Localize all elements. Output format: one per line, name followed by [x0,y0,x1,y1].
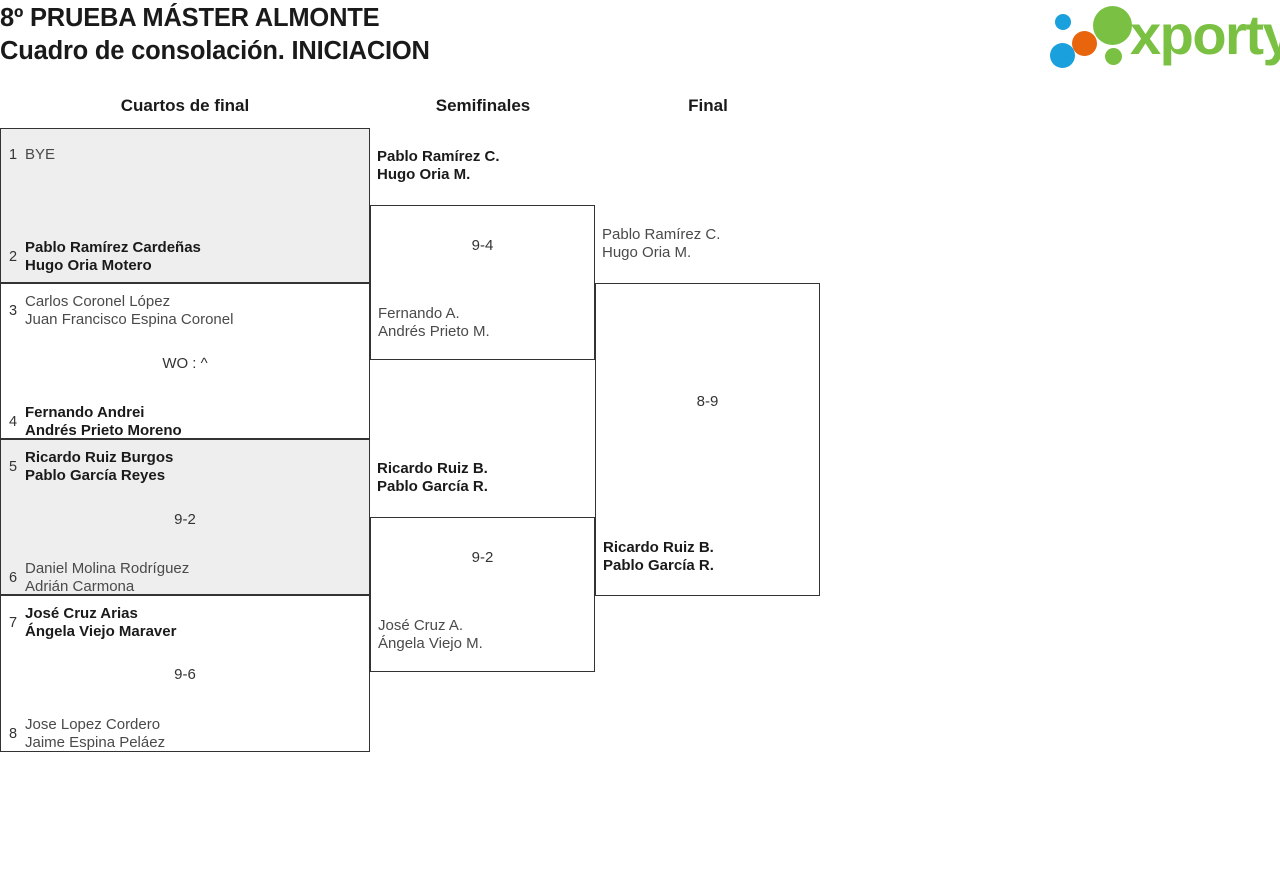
player-line: Carlos Coronel López [25,293,171,310]
finalist-top: Pablo Ramírez C. Hugo Oria M. [602,226,720,262]
page-header: 8º PRUEBA MÁSTER ALMONTE Cuadro de conso… [0,0,1280,80]
bracket-entry[interactable]: 7 José Cruz Arias Ángela Viejo Maraver [1,605,369,641]
player-line: Jose Lopez Cordero [25,716,161,733]
player-names: José Cruz Arias Ángela Viejo Maraver [25,605,369,641]
round-header-final: Final [688,96,728,115]
bracket-entry[interactable]: 4 Fernando Andrei Andrés Prieto Moreno [1,404,369,440]
player-line: Pablo García Reyes [25,467,166,485]
match-qf-3[interactable]: 5 Ricardo Ruiz Burgos Pablo García Reyes… [0,439,370,595]
player-names: Carlos Coronel López Juan Francisco Espi… [25,293,369,329]
match-score: WO : ^ [162,355,208,372]
player-line: Pablo García R. [603,557,714,575]
match-score: 9-2 [471,549,494,566]
match-score: 9-4 [471,237,494,254]
player-line: José Cruz A. [378,617,464,634]
match-score: 9-6 [174,666,196,683]
seed-number: 3 [8,303,18,320]
finalist-bottom: Ricardo Ruiz B. Pablo García R. [603,539,714,575]
player-line: Ricardo Ruiz B. [377,460,488,477]
bracket-entry[interactable]: 6 Daniel Molina Rodríguez Adrián Carmona [1,560,369,596]
match-score: 8-9 [696,393,719,410]
match-sf-1[interactable]: 9-4 Fernando A. Andrés Prieto M. [370,205,595,360]
player-names: BYE [25,146,369,164]
title-line-2: Cuadro de consolación. INICIACION [0,37,430,65]
match-qf-2[interactable]: 3 Carlos Coronel López Juan Francisco Es… [0,283,370,439]
player-line: Ricardo Ruiz Burgos [25,449,174,466]
title-line-1: 8º PRUEBA MÁSTER ALMONTE [0,4,380,32]
player-names: Fernando Andrei Andrés Prieto Moreno [25,404,369,440]
page-title: 8º PRUEBA MÁSTER ALMONTE Cuadro de conso… [0,2,900,68]
match-final[interactable]: 8-9 Ricardo Ruiz B. Pablo García R. [595,283,820,596]
logo-dot-blue-small [1055,14,1071,30]
player-line: Hugo Oria M. [377,166,471,184]
match-score: 9-2 [174,511,196,528]
player-line: Adrián Carmona [25,578,135,596]
player-line: José Cruz Arias [25,605,138,622]
advancing-team-sf1-bottom: Fernando A. Andrés Prieto M. [378,305,490,341]
advancing-team-sf1-top: Pablo Ramírez C. Hugo Oria M. [377,148,500,184]
player-line: Pablo García R. [377,478,488,496]
player-line: Jaime Espina Peláez [25,734,166,752]
player-line: Pablo Ramírez C. [377,148,500,165]
bracket-entry[interactable]: 3 Carlos Coronel López Juan Francisco Es… [1,293,369,329]
seed-number: 7 [8,615,18,632]
seed-number: 2 [8,249,18,266]
player-names: Jose Lopez Cordero Jaime Espina Peláez [25,716,369,752]
player-line: Ángela Viejo Maraver [25,623,177,641]
player-line: Andrés Prieto Moreno [25,422,182,440]
player-line: Fernando Andrei [25,404,145,421]
bracket-entry[interactable]: 5 Ricardo Ruiz Burgos Pablo García Reyes [1,449,369,485]
player-line: Ángela Viejo M. [378,635,483,653]
player-names: Pablo Ramírez Cardeñas Hugo Oria Motero [25,239,369,275]
xporty-logo[interactable]: xporty [1048,3,1280,68]
match-qf-1[interactable]: 1 BYE 2 Pablo Ramírez Cardeñas Hugo Oria… [0,128,370,283]
seed-number: 5 [8,459,18,476]
player-names: Daniel Molina Rodríguez Adrián Carmona [25,560,369,596]
seed-number: 1 [8,147,18,164]
round-header-semifinals: Semifinales [435,96,531,115]
player-line: Hugo Oria M. [602,244,692,262]
bracket-entry[interactable]: 2 Pablo Ramírez Cardeñas Hugo Oria Moter… [1,239,369,275]
advancing-team-sf2-top: Ricardo Ruiz B. Pablo García R. [377,460,488,496]
player-line: Daniel Molina Rodríguez [25,560,190,577]
match-sf-2[interactable]: 9-2 José Cruz A. Ángela Viejo M. [370,517,595,672]
player-line: BYE [25,146,56,163]
logo-dot-green-small [1105,48,1122,65]
player-line: Andrés Prieto M. [378,323,490,341]
player-line: Pablo Ramírez C. [602,226,721,243]
match-qf-4[interactable]: 7 José Cruz Arias Ángela Viejo Maraver 9… [0,595,370,752]
round-header-quarterfinals: Cuartos de final [120,96,250,115]
player-line: Pablo Ramírez Cardeñas [25,239,201,256]
logo-wordmark: xporty [1130,3,1280,66]
advancing-team-sf2-bottom: José Cruz A. Ángela Viejo M. [378,617,483,653]
player-line: Fernando A. [378,305,460,322]
seed-number: 8 [8,726,18,743]
bracket-entry[interactable]: 1 BYE [1,146,369,164]
player-line: Juan Francisco Espina Coronel [25,311,234,329]
logo-dot-blue-large [1050,43,1075,68]
player-line: Hugo Oria Motero [25,257,152,275]
player-names: Ricardo Ruiz Burgos Pablo García Reyes [25,449,369,485]
bracket-entry[interactable]: 8 Jose Lopez Cordero Jaime Espina Peláez [1,716,369,752]
seed-number: 6 [8,570,18,587]
player-line: Ricardo Ruiz B. [603,539,714,556]
logo-dot-green-large [1093,6,1132,45]
seed-number: 4 [8,414,18,431]
logo-dot-orange [1072,31,1097,56]
